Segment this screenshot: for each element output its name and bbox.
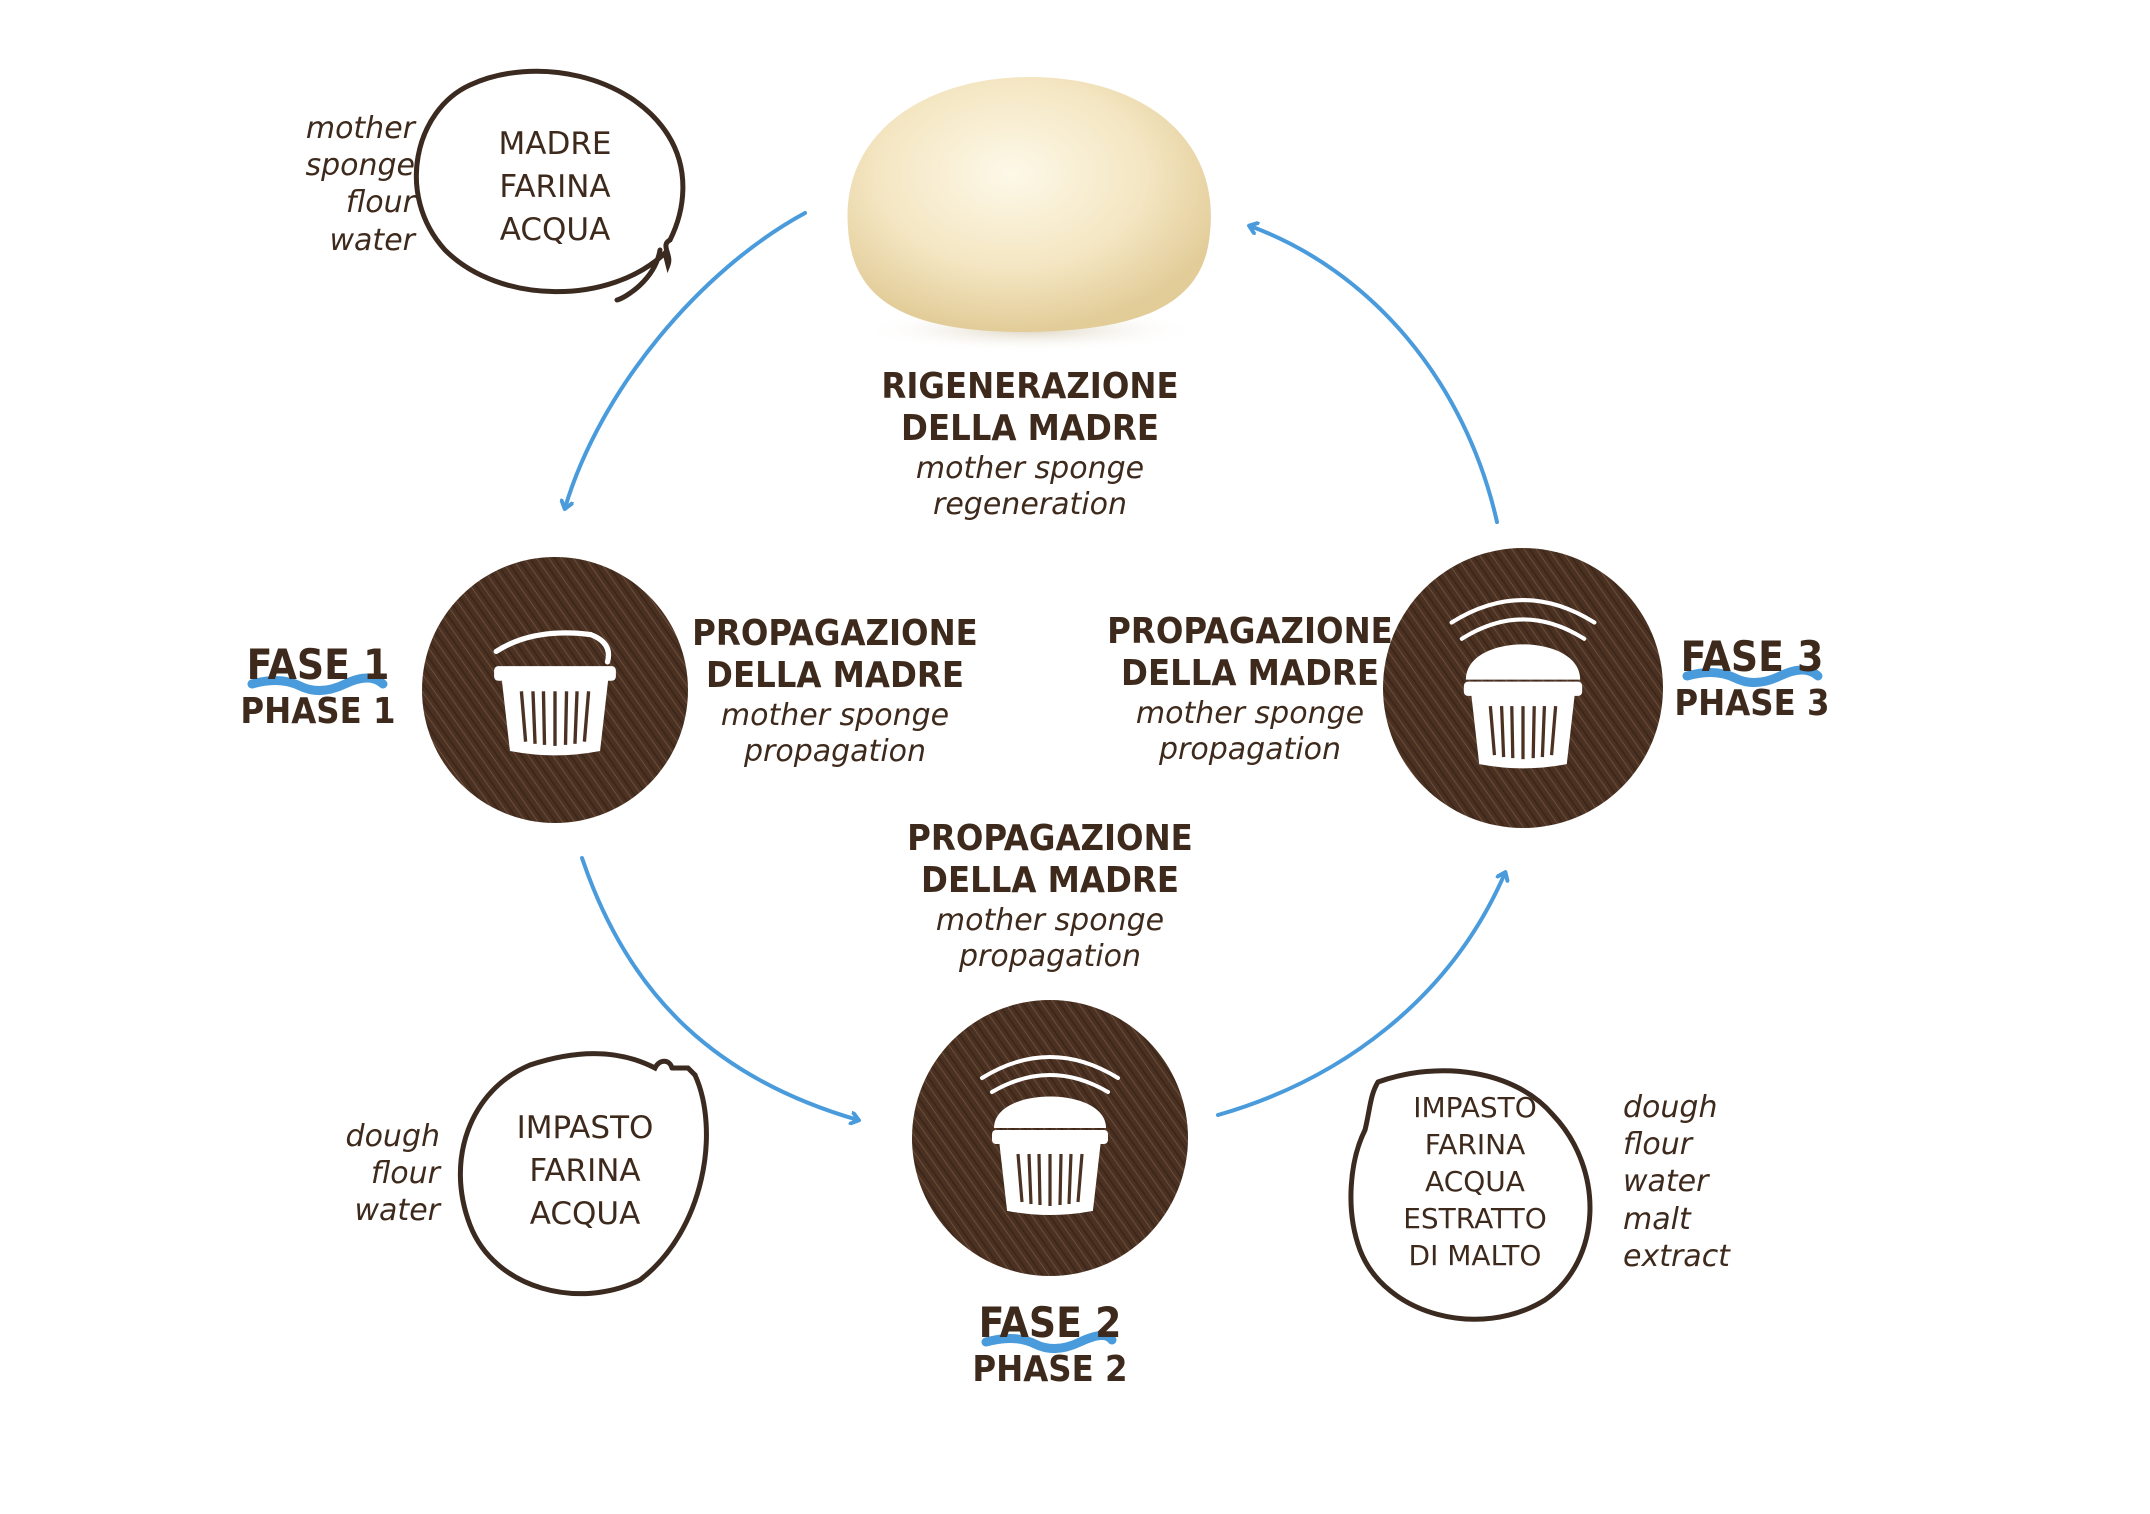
phase1-label: FASE 1 PHASE 1 (228, 640, 408, 732)
arrow-phase2-to-phase3 (1216, 873, 1505, 1117)
cycle-arrows (565, 211, 1505, 1120)
bubble2-english-line: dough (345, 1119, 440, 1154)
phase3-label: FASE 3 PHASE 3 (1662, 632, 1842, 724)
bubble1-italian-line: ACQUA (499, 211, 611, 248)
propagation-label-phase3: PROPAGAZIONE DELLA MADRE mother sponge p… (1105, 611, 1395, 768)
propagation-label-phase1: PROPAGAZIONE DELLA MADRE mother sponge p… (690, 613, 980, 770)
bubble2-italian-line: ACQUA (529, 1195, 641, 1232)
propagation-title-line1: PROPAGAZIONE (1107, 611, 1393, 652)
bubble1-english-line: mother (305, 111, 415, 146)
bubble1-english: mother sponge flour water (250, 110, 415, 259)
bubble1-italian: MADRE FARINA ACQUA (460, 123, 650, 251)
propagation-subtitle-line1: mother sponge (935, 902, 1165, 938)
regeneration-label: RIGENERAZIONE DELLA MADRE mother sponge … (880, 366, 1180, 523)
regeneration-title-line1: RIGENERAZIONE (881, 366, 1179, 407)
propagation-label-phase2: PROPAGAZIONE DELLA MADRE mother sponge p… (905, 818, 1195, 975)
bubble2-english-line: water (354, 1193, 440, 1229)
arrow-phase3-to-regeneration (1250, 226, 1499, 524)
bubble-ingredients-regeneration (413, 68, 686, 303)
regeneration-subtitle-line1: mother sponge (915, 450, 1145, 486)
phase2-fase: FASE 2 (978, 1298, 1122, 1347)
propagation-title-line2: DELLA MADRE (706, 655, 964, 697)
bubble3-english-line: flour (1623, 1127, 1693, 1163)
bubble-ingredients-phase1 (457, 1051, 709, 1297)
phase1-fase: FASE 1 (246, 640, 390, 689)
bubble3-italian: IMPASTO FARINA ACQUA ESTRATTO DI MALTO (1380, 1090, 1570, 1275)
propagation-subtitle-line2: propagation (958, 938, 1142, 974)
arrow-phase1-to-phase2 (580, 856, 858, 1120)
bubble2-italian-line: IMPASTO (516, 1110, 654, 1146)
bubble3-italian-line: DI MALTO (1408, 1238, 1542, 1272)
propagation-title-line2: DELLA MADRE (921, 860, 1179, 902)
bubble1-english-line: sponge (305, 148, 415, 184)
propagation-subtitle-line2: propagation (743, 733, 927, 769)
bubble3-italian-line: FARINA (1424, 1127, 1526, 1161)
bubble1-italian-line: MADRE (498, 126, 612, 162)
bubble1-english-line: water (329, 222, 415, 258)
bubble1-italian-line: FARINA (499, 168, 611, 205)
bubble2-english-line: flour (370, 1156, 440, 1192)
bubble2-italian-line: FARINA (529, 1152, 641, 1189)
propagation-subtitle-line1: mother sponge (1135, 695, 1365, 731)
phase2-phase: PHASE 2 (972, 1349, 1128, 1390)
bubble3-english-line: extract (1623, 1238, 1730, 1274)
bubble3-english: dough flour water malt extract (1623, 1089, 1783, 1275)
dough-ball-image (847, 76, 1211, 352)
arrow-regeneration-to-phase1 (565, 211, 807, 508)
phase2-label: FASE 2 PHASE 2 (960, 1298, 1140, 1390)
phase1-circle (422, 557, 688, 823)
propagation-subtitle-line1: mother sponge (720, 697, 950, 733)
bubble3-english-line: water (1623, 1164, 1709, 1200)
bubble2-english: dough flour water (300, 1118, 440, 1230)
propagation-subtitle-line2: propagation (1158, 731, 1342, 767)
propagation-title-line1: PROPAGAZIONE (907, 818, 1193, 859)
bubble2-italian: IMPASTO FARINA ACQUA (490, 1107, 680, 1235)
phase-underlines (247, 665, 1823, 1353)
propagation-title-line2: DELLA MADRE (1121, 653, 1379, 695)
regeneration-subtitle-line2: regeneration (933, 486, 1127, 522)
bubble3-italian-line: ACQUA (1425, 1164, 1525, 1198)
phase3-phase: PHASE 3 (1674, 683, 1830, 724)
bubble3-italian-line: ESTRATTO (1403, 1201, 1547, 1235)
bubble3-italian-line: IMPASTO (1413, 1091, 1537, 1124)
phase3-circle (1383, 548, 1663, 828)
phase3-fase: FASE 3 (1680, 632, 1824, 681)
bubble1-english-line: flour (345, 185, 415, 221)
bubble3-english-line: malt (1623, 1201, 1691, 1237)
regeneration-title-line2: DELLA MADRE (901, 408, 1159, 450)
bubble-ingredients-phase3 (1348, 1068, 1593, 1322)
propagation-title-line1: PROPAGAZIONE (692, 613, 978, 654)
bubble3-english-line: dough (1623, 1090, 1718, 1125)
phase1-phase: PHASE 1 (240, 691, 396, 732)
phase2-circle (912, 1000, 1188, 1276)
